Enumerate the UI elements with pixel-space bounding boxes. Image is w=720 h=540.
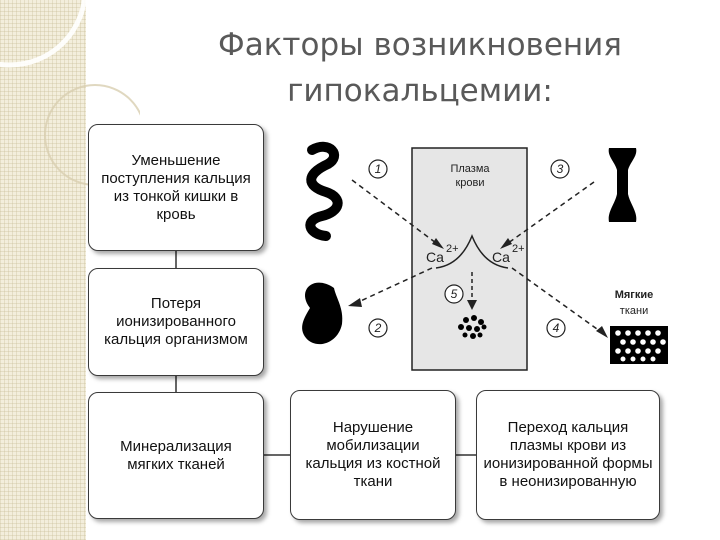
plasma-transition-box: Переход кальция плазмы крови из ионизиро… xyxy=(476,390,660,520)
arrow-4 xyxy=(511,267,605,335)
arrow-3 xyxy=(503,181,595,247)
plasma-label-2: крови xyxy=(455,177,484,189)
title-line-2: гипокальцемии: xyxy=(287,73,553,109)
ca-label-right: Ca xyxy=(492,249,510,265)
marker-1: 1 xyxy=(375,162,382,176)
bone-icon xyxy=(608,148,637,222)
soft-tissue-label-2: ткани xyxy=(620,305,648,317)
plasma-transition-text: Переход кальция плазмы крови из ионизиро… xyxy=(483,419,653,490)
plasma-label-1: Плазма xyxy=(450,163,490,175)
bone-mobilization-text: Нарушение мобилизации кальция из костной… xyxy=(305,419,441,490)
bone-mobilization-box: Нарушение мобилизации кальция из костной… xyxy=(290,390,456,520)
arrow-1 xyxy=(351,179,441,247)
marker-4: 4 xyxy=(553,321,560,335)
ca-charge-right: 2+ xyxy=(512,243,525,255)
precipitate-icon xyxy=(458,315,487,339)
ionized-loss-text: Потеря ионизированного кальция организмо… xyxy=(104,295,248,348)
kidney-icon xyxy=(302,282,343,345)
intestine-icon xyxy=(305,141,343,241)
reduced-intake-box: Уменьшение поступления кальция из тонкой… xyxy=(88,124,264,251)
calcium-exchange-figure: Плазма крови Мягкие ткани Ca 2+ Ca 2+ xyxy=(302,141,668,371)
exchange-curve xyxy=(435,233,509,269)
marker-5: 5 xyxy=(451,287,458,301)
page-title: Факторы возникновения гипокальцемии: xyxy=(160,22,680,114)
soft-tissue-label-1: Мягкие xyxy=(615,289,654,301)
marker-3: 3 xyxy=(557,162,564,176)
ca-charge-left: 2+ xyxy=(446,243,459,255)
title-line-1: Факторы возникновения xyxy=(218,27,622,63)
mineralization-text: Минерализация мягких тканей xyxy=(120,437,232,473)
marker-2: 2 xyxy=(374,321,382,335)
ca-label-left: Ca xyxy=(426,249,444,265)
reduced-intake-text: Уменьшение поступления кальция из тонкой… xyxy=(101,151,251,223)
plasma-compartment xyxy=(411,147,528,371)
ionized-loss-box: Потеря ионизированного кальция организмо… xyxy=(88,268,264,376)
mineralization-box: Минерализация мягких тканей xyxy=(88,392,264,519)
